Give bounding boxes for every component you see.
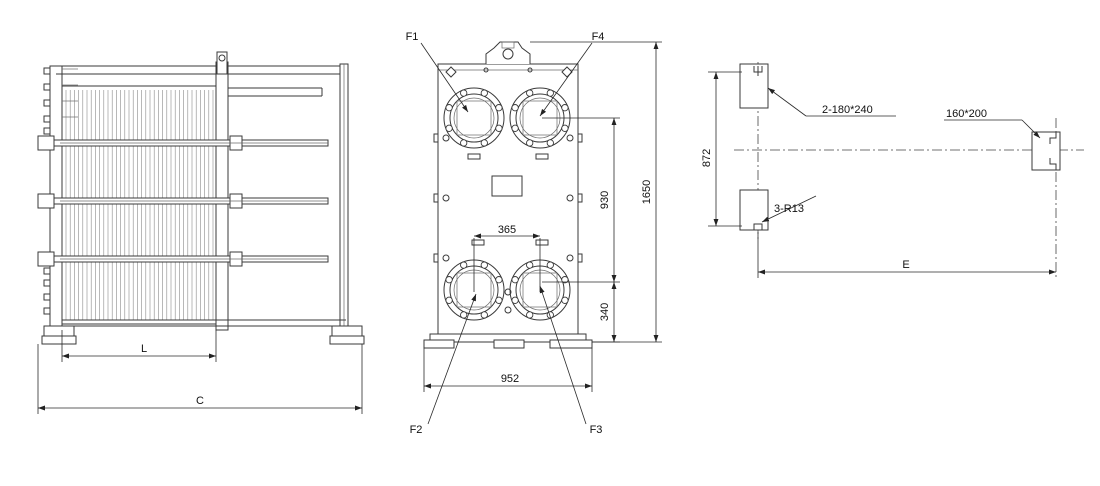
dimension-E: E <box>757 232 1056 278</box>
note-160x200: 160*200 <box>946 108 987 120</box>
foot-right <box>331 325 363 337</box>
flange-bolt <box>526 89 534 97</box>
dim-C-label: C <box>196 395 204 407</box>
flange-bolt <box>526 261 534 269</box>
flange-bolt <box>480 139 488 147</box>
flange-bolt <box>460 139 468 147</box>
flange-bolt <box>561 124 569 132</box>
tightening-bolt-1 <box>37 135 329 151</box>
flange-bolt <box>480 311 488 319</box>
dim-872-label: 872 <box>701 149 713 167</box>
plate-pack <box>61 85 223 325</box>
flange-bolt <box>511 104 519 112</box>
side-view: L C <box>37 51 365 414</box>
nameplate <box>491 175 523 197</box>
foundation-plan: 872 E 2-180*240 160*200 3-R13 <box>701 62 1084 278</box>
flange-bolt <box>460 261 468 269</box>
flange-bolt <box>460 89 468 97</box>
flange-bolt <box>561 104 569 112</box>
flange-bolt <box>511 124 519 132</box>
dim-365-label: 365 <box>498 224 516 236</box>
dimension-L: L <box>61 330 217 362</box>
flange-bolt <box>480 261 488 269</box>
dimension-C: C <box>37 344 363 414</box>
dim-340-label: 340 <box>599 303 611 321</box>
leader-160x200: 160*200 <box>944 108 1041 139</box>
port-flange-F1 <box>443 87 505 149</box>
foot-left <box>43 325 75 337</box>
dim-L-label: L <box>141 343 147 355</box>
plate-pack-lines <box>65 90 214 320</box>
tightening-bolt-2 <box>37 193 329 209</box>
flange-bolt <box>495 104 503 112</box>
dim-1650-label: 1650 <box>641 180 653 204</box>
flange-bolt <box>511 296 519 304</box>
dimension-365: 365 <box>473 224 541 292</box>
dimension-930: 930 <box>542 117 620 283</box>
note-3-R13: 3-R13 <box>774 203 804 215</box>
flange-bolt <box>526 311 534 319</box>
port-flange-F4 <box>509 87 571 149</box>
label-F4: F4 <box>592 31 605 43</box>
dimension-952: 952 <box>423 348 593 392</box>
lifting-lug <box>485 41 531 64</box>
dim-930-label: 930 <box>599 191 611 209</box>
label-F3: F3 <box>590 424 603 436</box>
dimension-1650: 1650 <box>530 41 662 343</box>
side-bolt-slots <box>433 133 583 263</box>
flange-bolt <box>445 104 453 112</box>
tightening-bolt-3 <box>37 251 329 267</box>
flange-bolt <box>511 276 519 284</box>
flange-bolt <box>546 89 554 97</box>
flange-bolt <box>495 296 503 304</box>
flange-bolt <box>546 139 554 147</box>
flange-bolt <box>495 276 503 284</box>
flange-bolt <box>445 124 453 132</box>
leader-3-R13: 3-R13 <box>761 195 817 223</box>
flange-bolt <box>460 311 468 319</box>
label-F2: F2 <box>410 424 423 436</box>
flange-bolt <box>561 276 569 284</box>
flange-bolt <box>480 89 488 97</box>
flange-bolt <box>445 276 453 284</box>
note-2-180x240: 2-180*240 <box>822 104 873 116</box>
flange-bolt <box>546 261 554 269</box>
dim-952-label: 952 <box>501 373 519 385</box>
dim-E-label: E <box>902 259 909 271</box>
front-view: F1 F4 F2 F3 365 952 930 <box>406 31 662 436</box>
dimension-872: 872 <box>701 71 742 227</box>
leader-2-180x240: 2-180*240 <box>767 87 896 117</box>
flange-bolt <box>561 296 569 304</box>
label-F1: F1 <box>406 31 419 43</box>
pressure-plate <box>215 61 229 331</box>
flange-bolt <box>445 296 453 304</box>
head-plate-studs <box>43 67 78 315</box>
flange-bolt <box>526 139 534 147</box>
dimension-340: 340 <box>592 282 620 343</box>
flange-bolt <box>495 124 503 132</box>
